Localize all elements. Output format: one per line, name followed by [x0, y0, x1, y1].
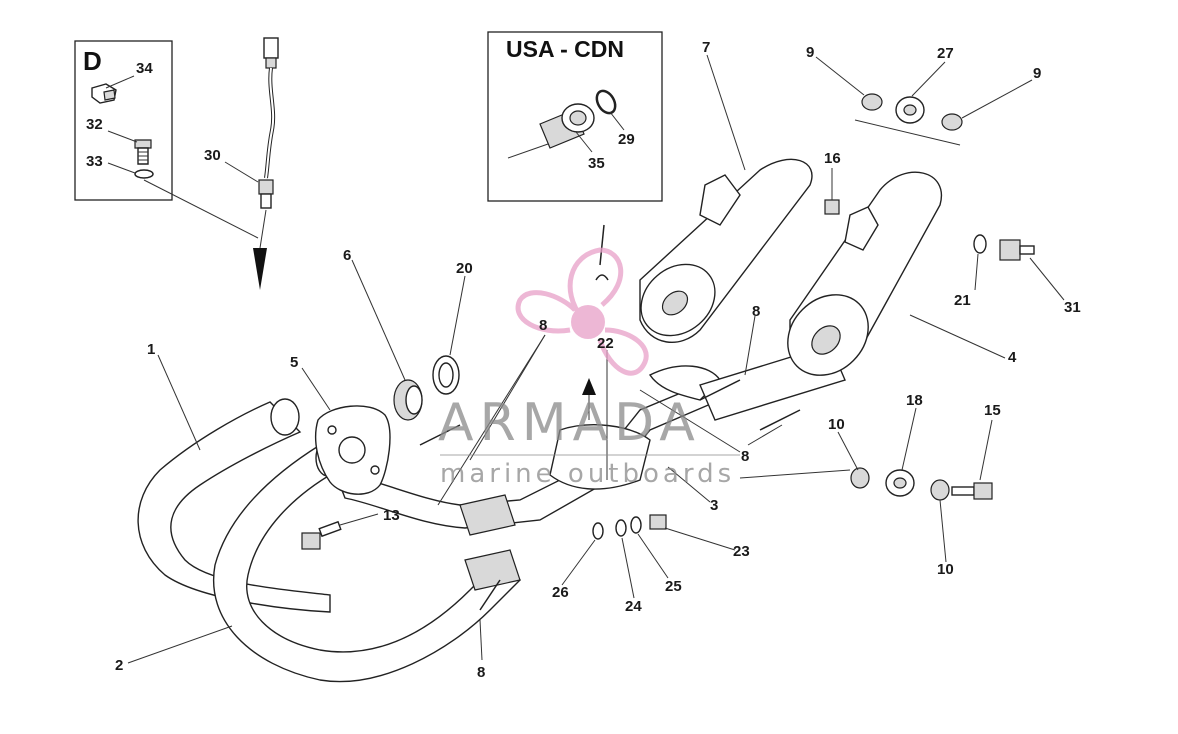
callout-35-visible: 35 [588, 155, 605, 172]
callout-31: 31 [1064, 299, 1081, 316]
part-6-gasket [393, 379, 423, 421]
callout-8-bottom: 8 [477, 664, 485, 681]
callout-9-right: 9 [1033, 65, 1041, 82]
callout-23: 23 [733, 543, 750, 560]
callout-34: 34 [136, 60, 153, 77]
inset-d-title: D [83, 46, 102, 76]
callout-20: 20 [456, 260, 473, 277]
part-4-muffler [787, 171, 943, 376]
callout-22: 22 [597, 335, 614, 352]
part-15-bolt [951, 482, 993, 500]
part-25-washer [630, 516, 642, 534]
callout-32: 32 [86, 116, 103, 133]
part-33-o-ring [134, 169, 154, 179]
callout-2: 2 [115, 657, 123, 674]
callout-10-lower: 10 [937, 561, 954, 578]
callout-8-right-lower: 8 [741, 448, 749, 465]
callout-21: 21 [954, 292, 971, 309]
callout-4: 4 [1008, 349, 1017, 366]
part-26-washer [592, 522, 604, 540]
callout-5: 5 [290, 354, 298, 371]
callout-26-visible: 26 [552, 584, 569, 601]
callout-1: 1 [147, 341, 155, 358]
callout-3: 3 [710, 497, 718, 514]
inset-usa-cdn: USA - CDN [487, 31, 663, 202]
callout-9-left: 9 [806, 44, 814, 61]
part-24-washer [615, 519, 627, 537]
part-34-connector [91, 83, 117, 104]
part-27-grommet [895, 96, 925, 124]
inset-usa-cdn-title: USA - CDN [506, 36, 624, 62]
callout-24: 24 [625, 598, 642, 615]
part-7-muffler [639, 158, 813, 344]
part-13-bolt [301, 520, 342, 550]
part-23-bolt [649, 514, 667, 530]
callout-8-center: 8 [539, 317, 547, 334]
watermark: ARMADA marine outboards [438, 247, 740, 489]
part-32-screw [134, 139, 152, 165]
callout-29: 29 [618, 131, 635, 148]
callout-18: 18 [906, 392, 923, 409]
callout-15: 15 [984, 402, 1001, 419]
part-31-bolt [999, 239, 1035, 261]
part-5-flange [315, 405, 391, 495]
part-21-washer [973, 234, 987, 254]
part-29-circlip [595, 89, 617, 115]
propeller-logo-icon [515, 247, 649, 376]
springs [419, 224, 801, 611]
callout-10-upper: 10 [828, 416, 845, 433]
callout-13: 13 [383, 507, 400, 524]
part-10-bush-b [930, 479, 950, 501]
leader-lines [127, 54, 1065, 664]
callout-30: 30 [204, 147, 221, 164]
part-20-ring [432, 355, 460, 395]
part-9-bush-right [941, 113, 963, 131]
part-16-nut [824, 199, 840, 215]
callout-8-right-upper: 8 [752, 303, 760, 320]
part-35-fitting [507, 103, 595, 159]
inset-d: D [74, 40, 259, 239]
callout-33: 33 [86, 153, 103, 170]
arrow-up-icon [582, 378, 596, 395]
watermark-tagline: marine outboards [440, 459, 735, 489]
watermark-brand: ARMADA [438, 393, 701, 453]
callout-25: 25 [665, 578, 682, 595]
callout-6: 6 [343, 247, 351, 264]
callout-27: 27 [937, 45, 954, 62]
callout-7: 7 [702, 39, 710, 56]
part-18-grommet [885, 469, 915, 497]
callout-16: 16 [824, 150, 841, 167]
part-9-bush-left [861, 93, 883, 111]
part-30-sensor [224, 37, 279, 290]
callout-labels: 34 32 33 30 29 35 35 7 9 27 9 16 21 31 4… [86, 39, 1081, 681]
part-10-bush-a [850, 467, 870, 489]
